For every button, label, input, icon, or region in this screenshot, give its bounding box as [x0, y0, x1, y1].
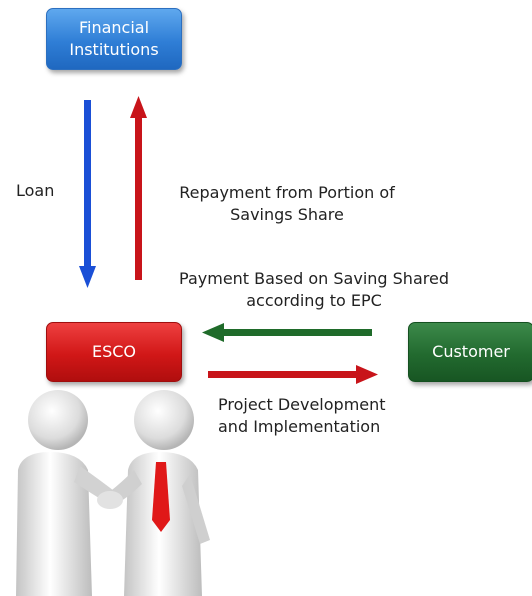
financial-institutions-label-line2: Institutions	[69, 40, 159, 59]
left-person-figure	[16, 390, 118, 596]
project-arrow	[208, 365, 378, 384]
financial-institutions-label-line1: Financial	[78, 18, 150, 37]
project-label-line2: and Implementation	[218, 417, 381, 436]
payment-label: Payment Based on Saving Shared according…	[158, 268, 470, 312]
financial-institutions-box: Financial Institutions	[46, 8, 182, 70]
esco-label: ESCO	[91, 342, 137, 361]
customer-box: Customer	[408, 322, 532, 382]
handshake-illustration	[16, 390, 210, 596]
loan-arrow	[79, 100, 96, 288]
esco-box: ESCO	[46, 322, 182, 382]
project-label-line1: Project Development	[218, 395, 386, 414]
payment-arrow	[202, 323, 372, 342]
project-label: Project Development and Implementation	[218, 394, 386, 438]
handshake-hands-icon	[97, 491, 123, 509]
red-tie-icon	[152, 462, 170, 532]
payment-label-line2: according to EPC	[246, 291, 382, 310]
customer-label: Customer	[432, 342, 510, 361]
repayment-arrow	[130, 96, 147, 280]
repayment-label-line2: Savings Share	[230, 205, 344, 224]
repayment-label: Repayment from Portion of Savings Share	[156, 182, 418, 226]
loan-label: Loan	[16, 181, 55, 200]
repayment-label-line1: Repayment from Portion of	[179, 183, 395, 202]
right-person-figure	[104, 390, 210, 596]
payment-label-line1: Payment Based on Saving Shared	[179, 269, 449, 288]
